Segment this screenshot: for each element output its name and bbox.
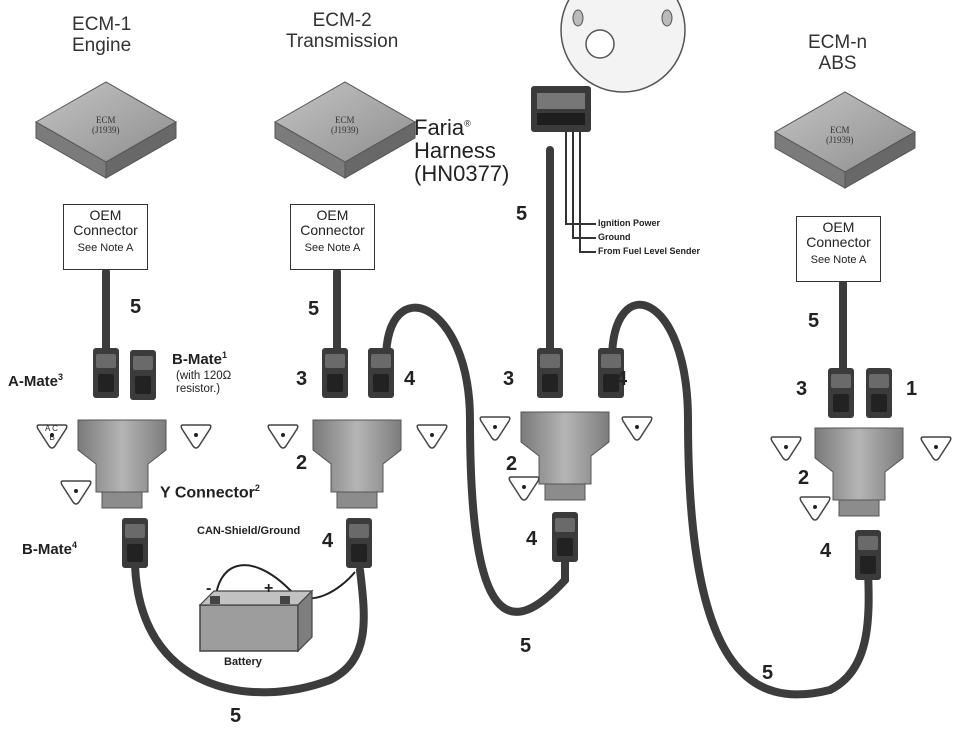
wire-ground: Ground bbox=[598, 232, 631, 242]
connector-number: 4 bbox=[404, 368, 416, 390]
cable-number: 5 bbox=[130, 296, 142, 318]
cable-number: 5 bbox=[808, 310, 820, 332]
battery-label: Battery bbox=[224, 656, 262, 668]
ecm2-plug-4 bbox=[368, 348, 394, 398]
connector-number: 4 bbox=[616, 368, 628, 390]
b-mate1-label: B-Mate1 bbox=[172, 350, 228, 368]
connector-number: 3 bbox=[503, 368, 515, 390]
ecm2-chip-label: ECM(J1939) bbox=[331, 115, 359, 136]
b-mate-plug bbox=[130, 350, 156, 400]
y-connector-2 bbox=[312, 419, 402, 509]
wire-fuel-level-sender: From Fuel Level Sender bbox=[598, 246, 701, 256]
faria-harness-label: Faria®Harness(HN0377) bbox=[414, 115, 510, 187]
cable-number: 5 bbox=[308, 298, 320, 320]
connector-number: 1 bbox=[906, 378, 918, 400]
wire-ignition-power: Ignition Power bbox=[598, 218, 660, 228]
connector-number: 3 bbox=[796, 378, 808, 400]
cable-number: 5 bbox=[516, 203, 528, 225]
connector-number: 3 bbox=[296, 368, 308, 390]
y-connector-1 bbox=[77, 419, 167, 509]
ecmn-plug-3 bbox=[828, 368, 854, 418]
a-mate-plug bbox=[93, 348, 119, 398]
battery-plus: + bbox=[264, 580, 274, 597]
faria-bottom-plug bbox=[552, 512, 578, 562]
y-number: 2 bbox=[506, 453, 518, 475]
harness-connector bbox=[531, 86, 591, 132]
ecmn-chip-label: ECM(J1939) bbox=[826, 125, 854, 146]
battery-graphic bbox=[198, 589, 314, 653]
can-shield-label: CAN-Shield/Ground bbox=[197, 525, 301, 537]
b-mate4-plug bbox=[122, 518, 148, 568]
faria-plug-3 bbox=[537, 348, 563, 398]
a-mate-label: A-Mate3 bbox=[8, 372, 64, 390]
pin-icons bbox=[36, 416, 952, 521]
cable-number: 5 bbox=[762, 662, 774, 684]
y-connector-label: Y Connector2 bbox=[160, 483, 260, 502]
b-mate4-label: B-Mate4 bbox=[22, 540, 78, 558]
ecm2-bottom-plug bbox=[346, 518, 372, 568]
plug-number: 4 bbox=[820, 540, 832, 562]
fuel-gauge bbox=[560, 0, 686, 93]
plug-number: 4 bbox=[526, 528, 538, 550]
cable-number: 5 bbox=[230, 705, 242, 727]
plug-number: 4 bbox=[322, 530, 334, 552]
y-number: 2 bbox=[296, 452, 308, 474]
cable-number: 5 bbox=[520, 635, 532, 657]
ecmn-bottom-plug bbox=[855, 530, 881, 580]
pin-letters-1: A C B bbox=[45, 424, 58, 442]
ecm1-chip-label: ECM(J1939) bbox=[92, 115, 120, 136]
y-number: 2 bbox=[798, 467, 810, 489]
battery-minus: - bbox=[206, 580, 212, 597]
ecmn-plug-1 bbox=[866, 368, 892, 418]
ecm2-plug-3 bbox=[322, 348, 348, 398]
